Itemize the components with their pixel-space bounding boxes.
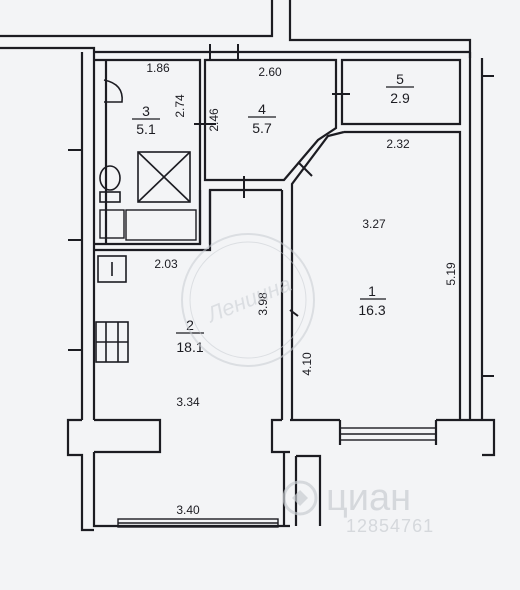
room-4-area: 5.7 — [252, 120, 272, 136]
sink-icon — [103, 79, 123, 103]
room-2-area: 18.1 — [176, 339, 203, 355]
dim-room-width: 2.32 — [386, 137, 410, 151]
dim-balcony-width: 3.40 — [176, 503, 200, 517]
dim-room-height: 5.19 — [444, 262, 458, 286]
dim-hall-height: 2.46 — [207, 108, 221, 132]
dim-kitchen-top-width: 2.03 — [154, 257, 178, 271]
dim-hall-width: 2.60 — [258, 65, 282, 79]
bath-cabinet-icon — [99, 209, 197, 241]
agency-seal-watermark: Ленинна — [181, 233, 315, 367]
dim-bath-width: 1.86 — [146, 61, 170, 75]
kitchen-counter-icon — [95, 321, 129, 363]
shower-tray-icon — [137, 151, 191, 203]
room-4-number: 4 — [258, 101, 266, 117]
window-loggia — [117, 518, 279, 528]
room-2-label: 2 18.1 — [176, 317, 204, 355]
dim-room-inner-width: 3.27 — [362, 217, 386, 231]
stove-icon — [97, 255, 127, 283]
room-5-area: 2.9 — [390, 90, 410, 106]
room-1-area: 16.3 — [358, 302, 385, 318]
room-3-number: 3 — [142, 103, 150, 119]
room-4-label: 4 5.7 — [248, 101, 276, 136]
window-living-room — [339, 427, 437, 441]
seal-text: Ленинна — [202, 271, 295, 328]
room-5-label: 5 2.9 — [386, 71, 414, 106]
dimension-labels: 1.86 2.74 2.60 2.46 2.32 3.27 5.19 4.10 … — [146, 61, 458, 517]
door-marks — [68, 44, 494, 377]
dim-bath-height: 2.74 — [173, 94, 187, 118]
walls — [0, 0, 496, 532]
dim-room-lower-height: 4.10 — [300, 352, 314, 376]
room-5-number: 5 — [396, 71, 404, 87]
cian-listing-id: 12854761 — [346, 516, 434, 536]
room-3-area: 5.1 — [136, 121, 156, 137]
toilet-icon — [99, 165, 121, 203]
room-2-number: 2 — [186, 317, 194, 333]
room-3-label: 3 5.1 — [132, 103, 160, 137]
cian-watermark: циан 12854761 — [282, 477, 434, 536]
dim-kitchen-partition: 3.98 — [256, 292, 270, 316]
cian-brand: циан — [326, 477, 411, 519]
room-1-label: 1 16.3 — [358, 283, 386, 318]
cian-logo-icon — [282, 480, 318, 516]
dim-kitchen-length: 3.34 — [176, 395, 200, 409]
room-1-number: 1 — [368, 283, 376, 299]
